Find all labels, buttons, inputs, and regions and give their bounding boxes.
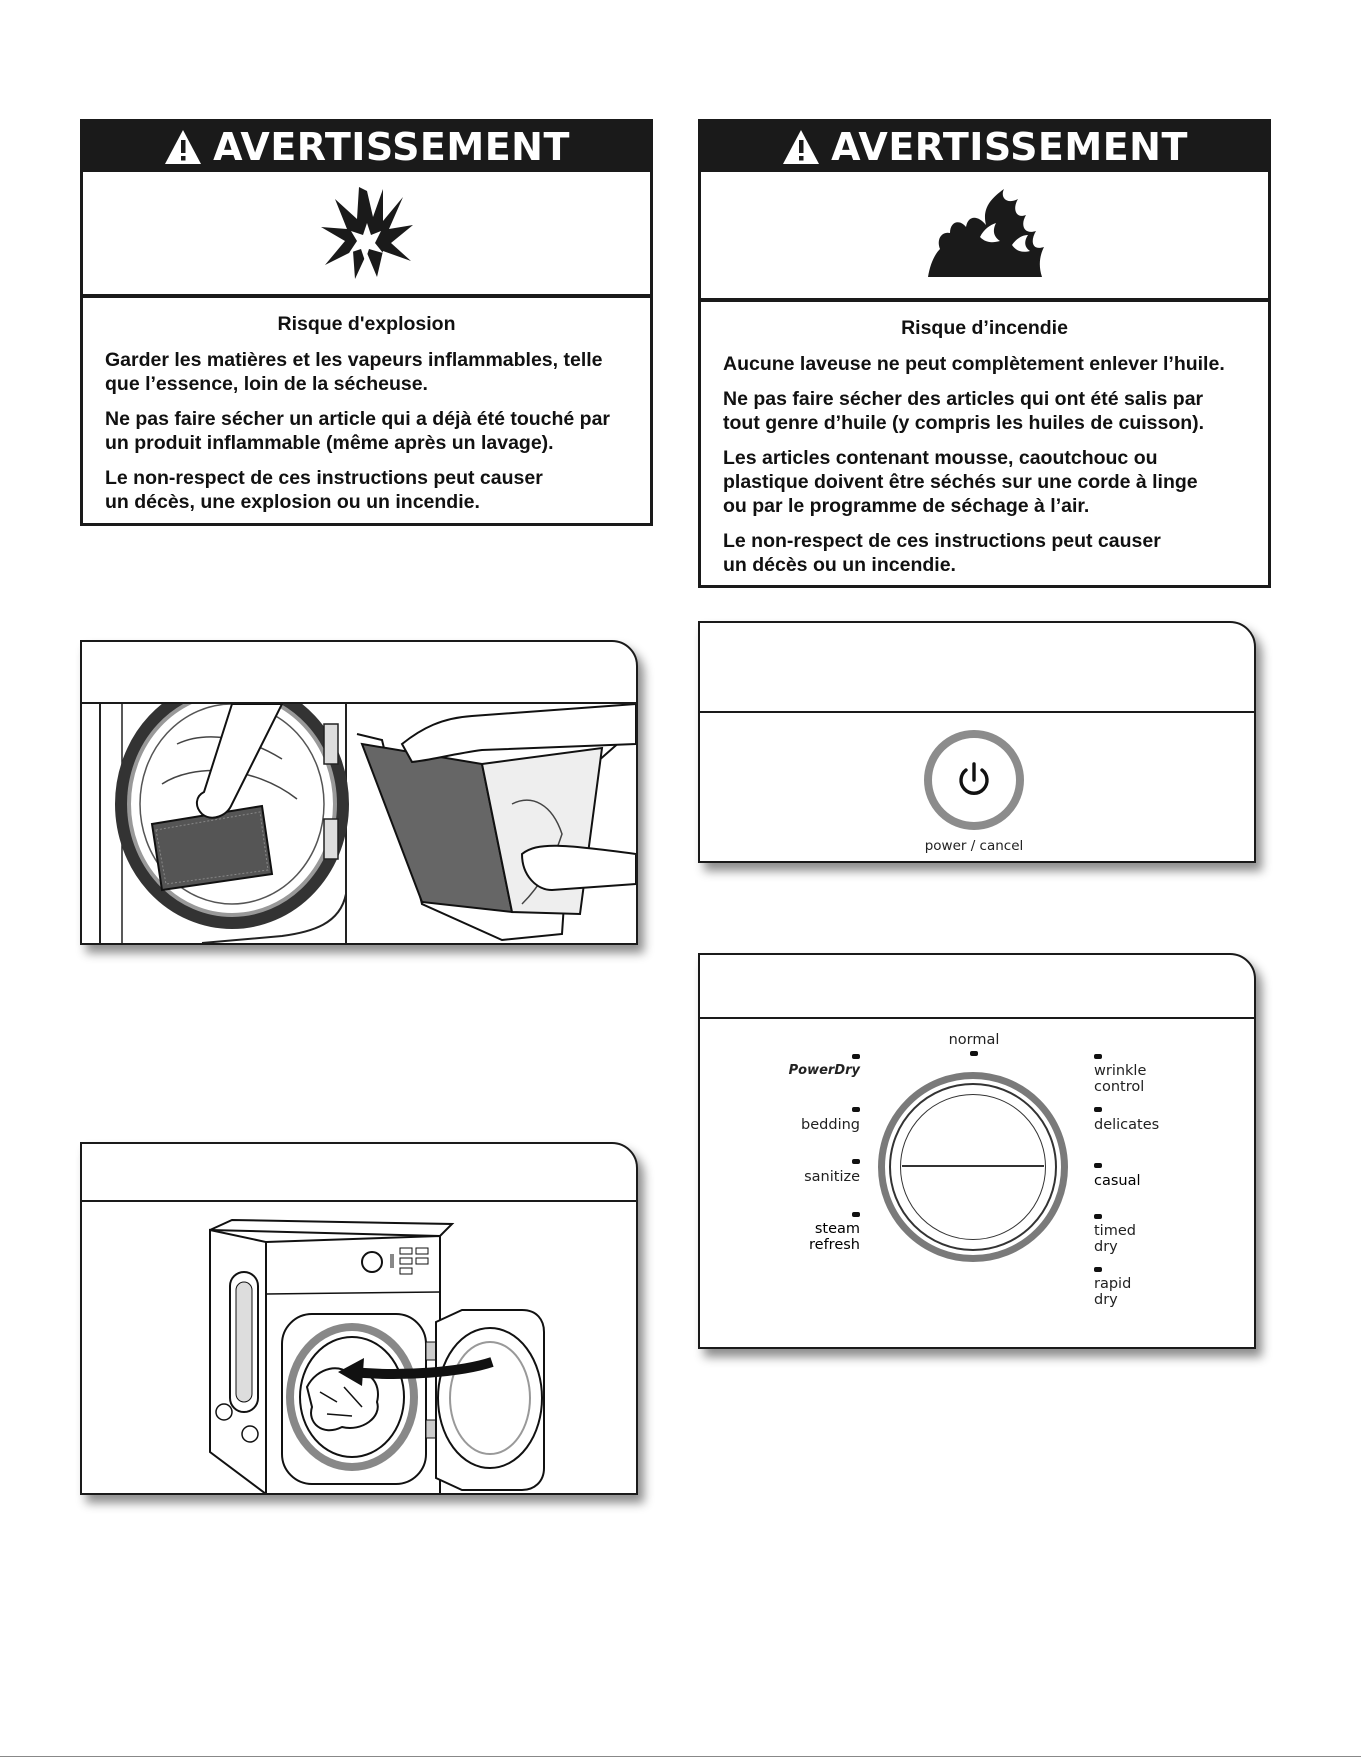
explosion-icon — [320, 187, 413, 279]
power-button[interactable] — [924, 730, 1024, 830]
warning-paragraph: Le non-respect de ces instructions peut … — [105, 467, 543, 513]
indicator-dot — [970, 1051, 978, 1056]
warning-paragraph: Le non-respect de ces instructions peut … — [723, 530, 1161, 576]
warning-paragraph: Ne pas faire sécher un article qui a déj… — [105, 408, 611, 454]
indicator-dot — [1094, 1054, 1102, 1059]
indicator-dot — [1094, 1107, 1102, 1112]
indicator-dot — [1094, 1267, 1102, 1272]
indicator-dot — [852, 1159, 860, 1164]
hazard-icon-area — [83, 172, 650, 298]
power-icon — [959, 762, 989, 795]
cycle-option-delicates[interactable]: delicates — [1094, 1117, 1160, 1133]
cycle-option-timed-dry[interactable]: timed dry — [1094, 1223, 1136, 1255]
lint-screen-panel — [80, 640, 638, 945]
hand-arm — [196, 704, 284, 819]
cycle-option-wrinkle-control[interactable]: wrinkle control — [1094, 1063, 1147, 1095]
warning-paragraph: Ne pas faire sécher des articles qui ont… — [723, 388, 1205, 434]
warning-triangle-icon — [783, 130, 820, 164]
cycle-option-sanitize[interactable]: sanitize — [804, 1169, 860, 1185]
warning-title: AVERTISSEMENT — [831, 125, 1188, 169]
load-dryer-panel — [80, 1142, 638, 1495]
risk-heading: Risque d'explosion — [277, 313, 456, 335]
warning-header: AVERTISSEMENT — [83, 122, 650, 172]
panel-header — [700, 955, 1254, 1019]
power-panel: power / cancel — [698, 621, 1256, 863]
panel-header — [82, 642, 636, 704]
dryer-loading-illustration — [209, 1218, 545, 1493]
hazard-icon-area — [701, 172, 1268, 302]
panel-header — [82, 1144, 636, 1202]
cycle-option-powerdry[interactable]: PowerDry — [788, 1063, 860, 1078]
risk-heading: Risque d’incendie — [901, 317, 1068, 339]
warning-paragraph: Aucune laveuse ne peut complètement enle… — [723, 353, 1225, 375]
indicator-dot — [852, 1212, 860, 1217]
cycle-option-casual[interactable]: casual — [1094, 1173, 1141, 1189]
page-bottom-rule — [0, 1756, 1361, 1757]
power-cancel-label: power / cancel — [924, 838, 1024, 854]
warning-box-fire: AVERTISSEMENT Risque d’incendie Aucune l… — [698, 119, 1271, 588]
cycle-dial[interactable] — [878, 1072, 1068, 1262]
warning-paragraph: Les articles contenant mousse, caoutchou… — [723, 447, 1198, 517]
cycle-dial-panel: normal PowerDry bedding sanitize steam r… — [698, 953, 1256, 1349]
cycle-option-bedding[interactable]: bedding — [801, 1117, 860, 1133]
fire-icon — [927, 189, 1044, 277]
lint-screen-illustration — [99, 704, 636, 943]
indicator-dot — [1094, 1163, 1102, 1168]
warning-box-explosion: AVERTISSEMENT Risque d'explosion Garder … — [80, 119, 653, 526]
cycle-option-normal[interactable]: normal — [948, 1032, 1000, 1048]
warning-header: AVERTISSEMENT — [701, 122, 1268, 172]
warning-triangle-icon — [165, 130, 202, 164]
load-arrow-icon — [351, 1357, 494, 1379]
dial-indicator-line — [902, 1165, 1044, 1167]
cycle-option-steam-refresh[interactable]: steam refresh — [809, 1221, 860, 1253]
warning-paragraph: Garder les matières et les vapeurs infla… — [105, 349, 603, 395]
cycle-knob — [361, 1251, 383, 1273]
indicator-dot — [852, 1054, 860, 1059]
warning-title: AVERTISSEMENT — [213, 125, 570, 169]
drum-opening — [115, 704, 349, 929]
indicator-dot — [1094, 1214, 1102, 1219]
cycle-option-rapid-dry[interactable]: rapid dry — [1094, 1276, 1132, 1308]
indicator-dot — [852, 1107, 860, 1112]
panel-header — [700, 623, 1254, 713]
